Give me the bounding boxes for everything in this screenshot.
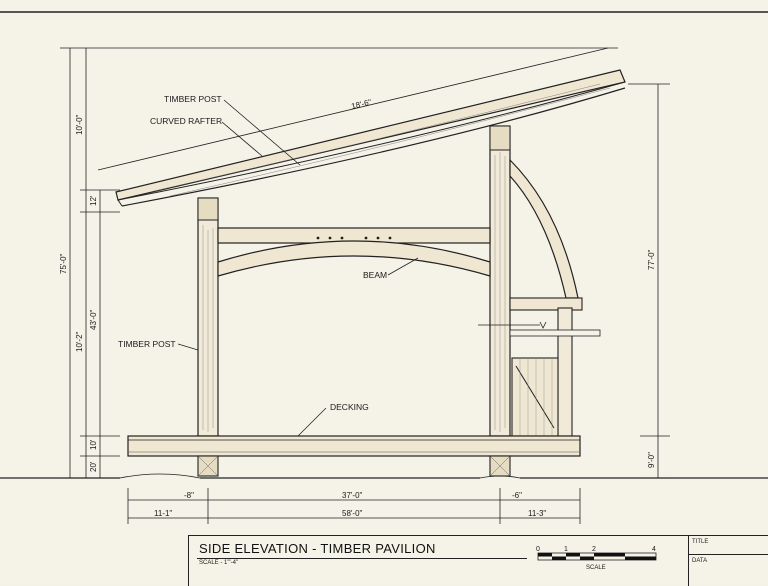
roof-rafter xyxy=(115,69,626,207)
dim-left-20: 20' xyxy=(89,461,98,472)
dim-bottom-11-3: 11-3" xyxy=(528,509,546,518)
dim-bottom-6-right: -6" xyxy=(512,491,522,500)
dim-rafter-length: 18'-6" xyxy=(350,98,372,111)
title-underline xyxy=(197,558,527,559)
dim-left-top: 10'-0" xyxy=(75,114,84,135)
left-timber-post xyxy=(197,197,219,437)
dim-left-inner: 43'-0" xyxy=(89,309,98,330)
scale-tick-2: 2 xyxy=(592,546,596,553)
dim-bottom-11-1: 11-1" xyxy=(154,509,172,518)
callout-timber-post-mid: TIMBER POST xyxy=(118,339,176,349)
scale-tick-0: 0 xyxy=(536,546,540,553)
dim-left-12: 12' xyxy=(89,195,98,206)
decking xyxy=(127,435,581,457)
callout-beam: BEAM xyxy=(363,270,387,280)
callout-decking: DECKING xyxy=(330,402,369,412)
dim-left-10: 10' xyxy=(89,439,98,450)
dim-right-low: 9'-0" xyxy=(647,452,656,468)
dim-bottom-58: 58'-0" xyxy=(342,509,363,518)
scale-tick-1: 1 xyxy=(564,546,568,553)
scale-label: SCALE xyxy=(586,565,606,571)
info-block: TITLE DATA xyxy=(688,535,768,586)
drawing-scale: SCALE - 1'"-4" xyxy=(199,560,239,566)
scale-bar: 0 1 2 4 SCALE xyxy=(536,546,657,571)
dim-left-mid: 10'-2" xyxy=(75,331,84,352)
gate xyxy=(511,357,559,437)
dim-bottom-8-left: -8" xyxy=(184,491,194,500)
right-timber-post xyxy=(489,125,511,437)
scale-tick-4: 4 xyxy=(652,546,656,553)
curved-brace xyxy=(509,158,601,437)
drawing-title: SIDE ELEVATION - TIMBER PAVILION xyxy=(199,541,436,556)
info-title-label: TITLE xyxy=(692,539,709,545)
break-marker xyxy=(478,321,547,329)
callout-timber-post-top: TIMBER POST xyxy=(164,94,222,104)
callout-curved-rafter: CURVED RAFTER xyxy=(150,116,222,126)
dim-right-overall: 77'-0" xyxy=(647,249,656,270)
dimension-lines xyxy=(60,47,670,524)
info-separator xyxy=(689,554,768,555)
footings xyxy=(197,455,511,477)
title-block: SIDE ELEVATION - TIMBER PAVILION SCALE -… xyxy=(188,535,689,586)
beam xyxy=(217,227,491,277)
dim-bottom-37: 37'-0" xyxy=(342,491,363,500)
info-data-label: DATA xyxy=(692,558,708,564)
dim-left-overall: 75'-0" xyxy=(59,253,68,274)
